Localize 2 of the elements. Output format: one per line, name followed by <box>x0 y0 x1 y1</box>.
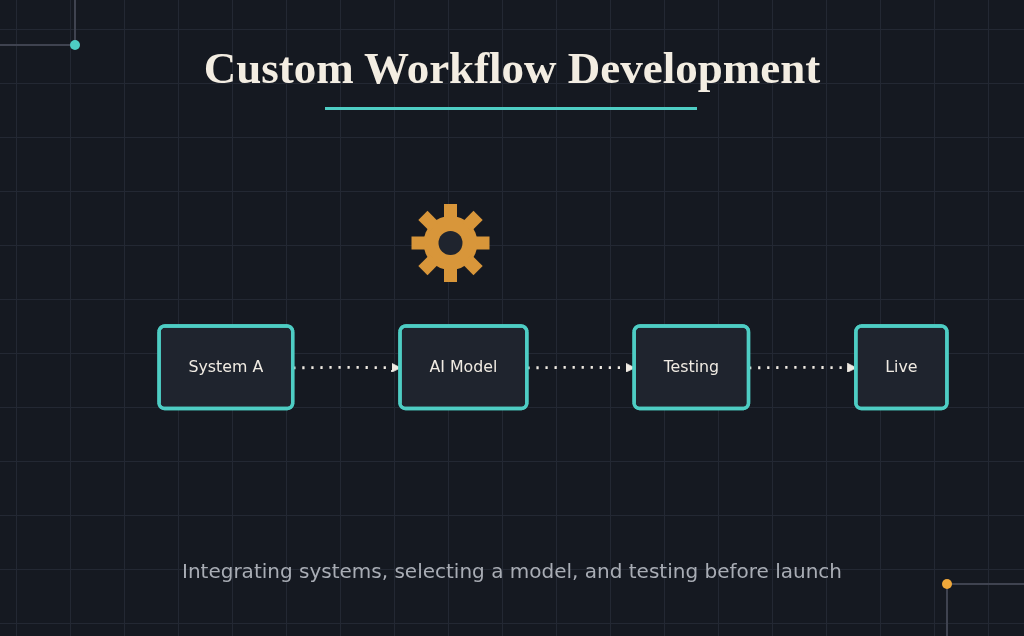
title: Custom Workflow Development <box>203 42 821 95</box>
caption: Integrating systems, selecting a model, and testing before launch <box>182 558 842 584</box>
